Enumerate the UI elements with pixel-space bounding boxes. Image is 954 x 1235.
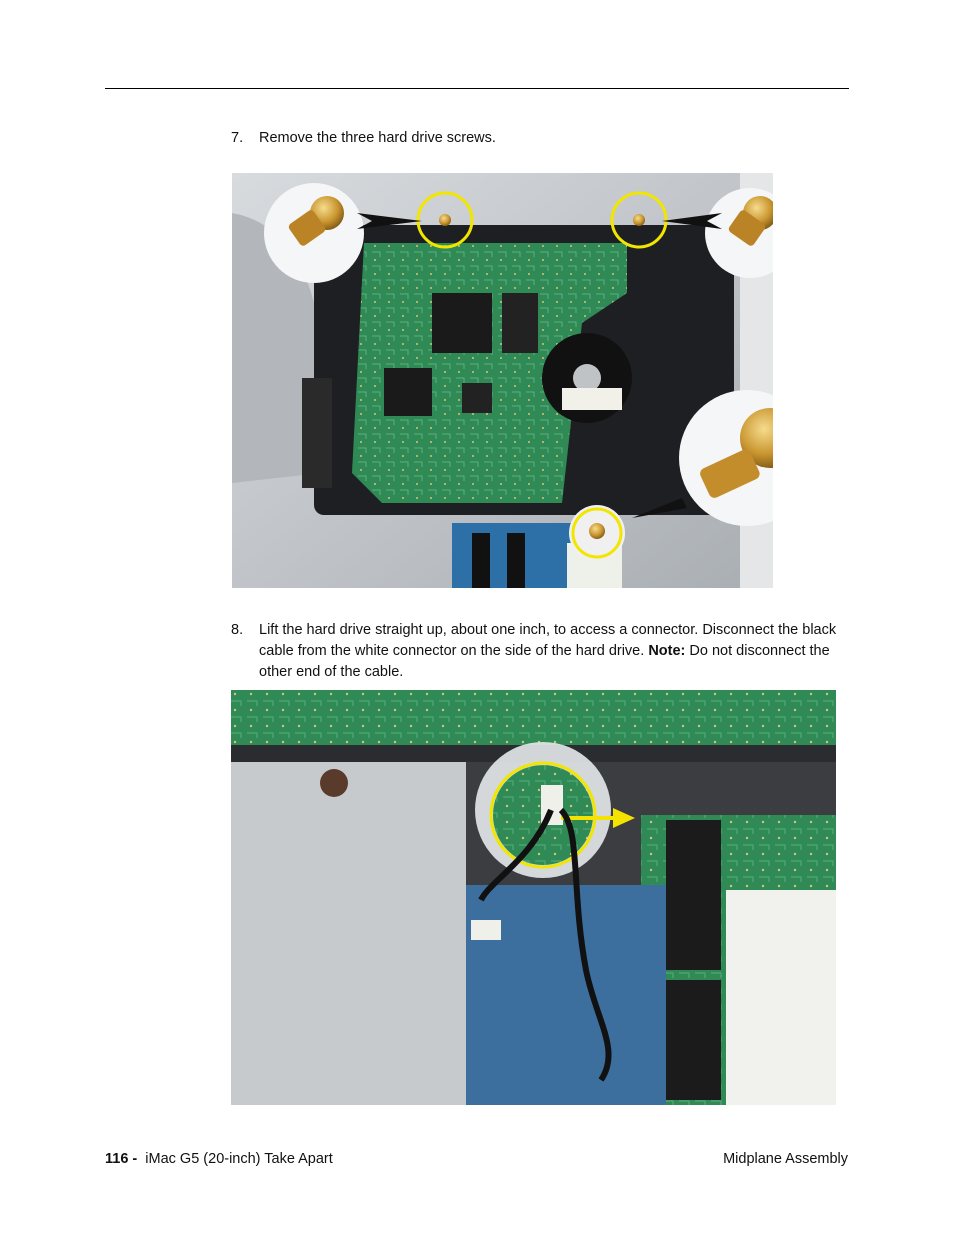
step-8: 8. Lift the hard drive straight up, abou… — [231, 620, 841, 683]
step-7: 7. Remove the three hard drive screws. — [231, 128, 841, 149]
page-number: 116 - — [105, 1151, 138, 1167]
step-text: Lift the hard drive straight up, about o… — [259, 622, 837, 680]
step-number: 7. — [231, 130, 244, 146]
header-rule — [105, 88, 849, 89]
note-label: Note: — [648, 643, 686, 659]
footer-section: Midplane Assembly — [723, 1151, 848, 1167]
step-number: 8. — [231, 622, 244, 638]
step-text: Remove the three hard drive screws. — [259, 130, 496, 146]
footer-left: 116 - iMac G5 (20-inch) Take Apart — [105, 1151, 333, 1167]
book-title: iMac G5 (20-inch) Take Apart — [145, 1151, 333, 1167]
hard-drive-connector-photo — [231, 690, 836, 1105]
hard-drive-screws-photo — [232, 173, 773, 588]
